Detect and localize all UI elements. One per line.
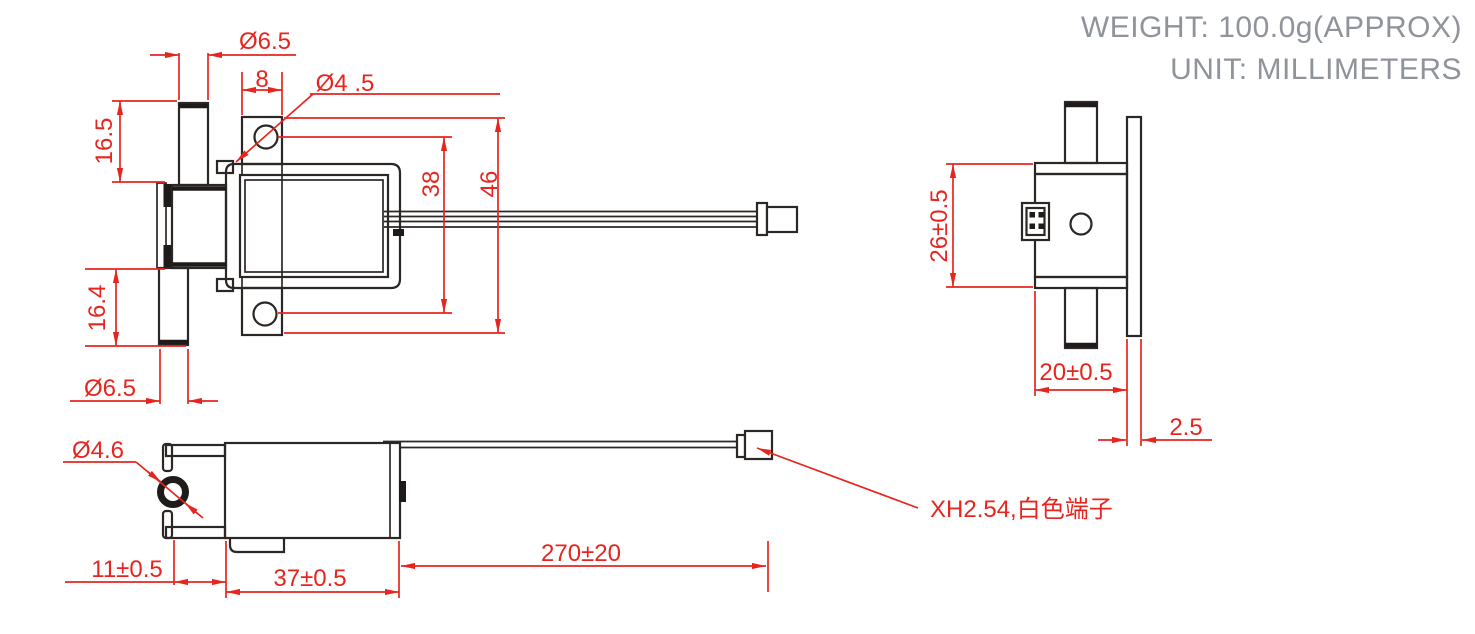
top-port-tube bbox=[177, 101, 210, 187]
bottom-body bbox=[223, 441, 402, 540]
front-view: Ø6.5 8 Ø4 .5 16.5 38 46 16.4 bbox=[70, 28, 799, 405]
dim-tab-width: 8 bbox=[255, 66, 268, 93]
valve-body bbox=[170, 183, 228, 270]
clip-end-bottom bbox=[161, 509, 174, 540]
wire-exit-tab bbox=[393, 229, 404, 236]
unit-note: UNIT: MILLIMETERS bbox=[1170, 53, 1462, 86]
frame-foot-bottom bbox=[215, 277, 235, 293]
top-pin bbox=[1063, 100, 1099, 165]
dim-lead-length: 270±20 bbox=[541, 540, 621, 567]
flange-top bbox=[1033, 161, 1129, 176]
dim-body-length: 37±0.5 bbox=[273, 565, 346, 592]
connector-body bbox=[743, 429, 774, 461]
side-view: 26±0.5 20±0.5 2.5 bbox=[926, 100, 1212, 446]
retainer-clip-bottom bbox=[163, 245, 172, 268]
dim-hole-offset: 11±0.5 bbox=[91, 556, 162, 583]
dim-hole-spacing: 38 bbox=[418, 171, 445, 198]
mount-plate bbox=[1125, 115, 1143, 338]
yoke-arm-bottom bbox=[164, 525, 227, 540]
bottom-view-dimensions: Ø4.6 11±0.5 37±0.5 270±20 XH2.54,白色端子 bbox=[63, 437, 1113, 598]
side-latch bbox=[399, 481, 406, 502]
connector-pin bbox=[1038, 223, 1044, 229]
flange-bottom bbox=[1033, 275, 1129, 290]
yoke-arm-top bbox=[164, 443, 227, 458]
connector-note: XH2.54,白色端子 bbox=[930, 496, 1113, 523]
dim-top-port-height: 16.5 bbox=[91, 118, 118, 165]
dim-plate-thickness: 2.5 bbox=[1169, 414, 1202, 441]
front-view-part-outline bbox=[156, 101, 799, 347]
dim-bracket-height: 46 bbox=[476, 171, 503, 198]
side-view-part-outline bbox=[1020, 100, 1143, 350]
dim-plunger-hole-dia: Ø4.6 bbox=[72, 437, 124, 464]
connector-pin bbox=[1029, 212, 1035, 218]
connector-flange bbox=[735, 433, 747, 459]
clip-end-top bbox=[161, 442, 174, 473]
dim-bottom-port-height: 16.4 bbox=[84, 285, 111, 332]
weight-note: WEIGHT: 100.0g(APPROX) bbox=[1081, 11, 1462, 44]
coil-inner bbox=[244, 179, 384, 273]
title-notes: WEIGHT: 100.0g(APPROX) UNIT: MILLIMETERS bbox=[1081, 11, 1462, 86]
dim-body-height: 26±0.5 bbox=[926, 189, 953, 262]
dim-mount-depth: 20±0.5 bbox=[1039, 359, 1112, 386]
side-hole bbox=[1069, 212, 1093, 236]
coil-outer bbox=[238, 173, 390, 279]
solenoid-frame bbox=[224, 162, 402, 290]
bottom-foot bbox=[228, 538, 286, 554]
dim-mount-hole-dia: Ø4 .5 bbox=[316, 70, 375, 97]
connector-pin bbox=[1038, 212, 1044, 218]
plunger-ring bbox=[157, 476, 189, 508]
mount-hole-bottom bbox=[252, 301, 278, 327]
bottom-port-tube bbox=[157, 266, 190, 347]
mount-hole-top bbox=[253, 124, 279, 150]
retainer-clip-top bbox=[163, 184, 172, 207]
dim-bottom-port-dia: Ø6.5 bbox=[84, 375, 136, 402]
connector-body bbox=[765, 205, 799, 234]
bottom-view-part-outline bbox=[157, 429, 774, 554]
bottom-pin bbox=[1063, 286, 1099, 350]
connector-flange bbox=[755, 201, 769, 237]
front-view-dimensions: Ø6.5 8 Ø4 .5 16.5 38 46 16.4 bbox=[70, 28, 505, 405]
dim-top-port-dia: Ø6.5 bbox=[239, 28, 291, 55]
bottom-view: Ø4.6 11±0.5 37±0.5 270±20 XH2.54,白色端子 bbox=[63, 429, 1113, 598]
connector-pin bbox=[1029, 223, 1035, 229]
frame-foot-top bbox=[215, 159, 235, 175]
side-view-dimensions: 26±0.5 20±0.5 2.5 bbox=[926, 163, 1212, 446]
